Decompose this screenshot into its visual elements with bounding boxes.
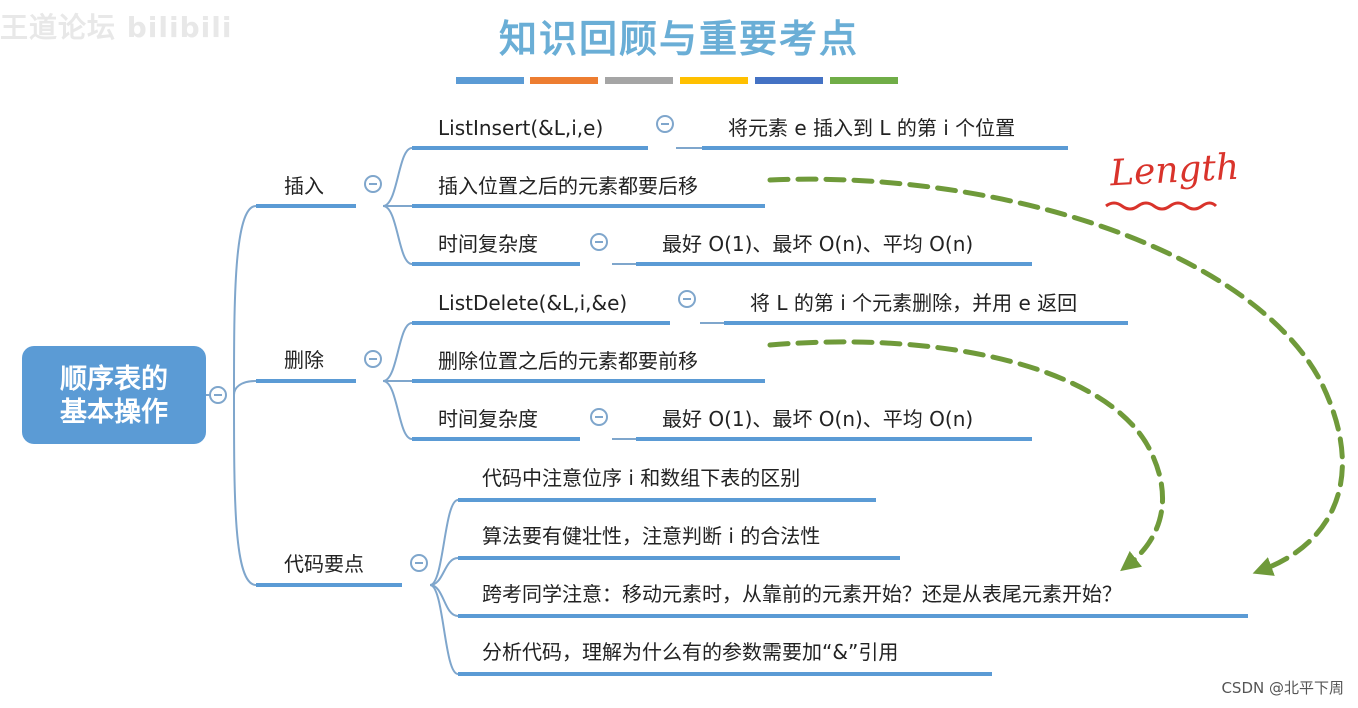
code-point-4[interactable]: 分析代码，理解为什么有的参数需要加“&”引用 — [482, 640, 899, 664]
root-node-line-1: 顺序表的 — [60, 364, 168, 395]
branch-insert-label[interactable]: 插入 — [284, 174, 324, 198]
root-node[interactable]: 顺序表的 基本操作 — [22, 346, 206, 444]
handwritten-annotation: Length — [1109, 146, 1241, 195]
code-point-1[interactable]: 代码中注意位序 i 和数组下表的区别 — [482, 466, 801, 490]
branch-delete-label[interactable]: 删除 — [284, 348, 324, 372]
watermark-bottom-right: CSDN @北平下周 — [1221, 679, 1344, 697]
title-color-bar-1 — [456, 77, 524, 84]
branch-code-label[interactable]: 代码要点 — [284, 552, 364, 576]
insert-complexity-desc[interactable]: 最好 O(1)、最坏 O(n)、平均 O(n) — [662, 232, 974, 256]
insert-complexity-label[interactable]: 时间复杂度 — [438, 232, 538, 256]
collapse-icon[interactable] — [364, 175, 382, 193]
delete-signature[interactable]: ListDelete(&L,i,&e) — [438, 291, 628, 315]
root-node-line-2: 基本操作 — [60, 397, 168, 428]
title-color-bar-2 — [530, 77, 598, 84]
title-color-bar-4 — [680, 77, 748, 84]
title-color-bar-5 — [755, 77, 823, 84]
insert-signature-desc[interactable]: 将元素 e 插入到 L 的第 i 个位置 — [728, 116, 1016, 140]
collapse-icon[interactable] — [364, 350, 382, 368]
collapse-icon[interactable] — [678, 290, 696, 308]
delete-shift-note[interactable]: 删除位置之后的元素都要前移 — [438, 349, 698, 373]
code-point-3[interactable]: 跨考同学注意：移动元素时，从靠前的元素开始？还是从表尾元素开始？ — [482, 582, 1122, 606]
page-title: 知识回顾与重要考点 — [498, 17, 859, 61]
insert-signature[interactable]: ListInsert(&L,i,e) — [438, 116, 604, 140]
watermark-top-left: 王道论坛 bilibili — [0, 11, 233, 44]
delete-signature-desc[interactable]: 将 L 的第 i 个元素删除，并用 e 返回 — [750, 291, 1078, 315]
collapse-icon[interactable] — [590, 233, 608, 251]
delete-complexity-label[interactable]: 时间复杂度 — [438, 407, 538, 431]
collapse-icon[interactable] — [410, 554, 428, 572]
code-point-2[interactable]: 算法要有健壮性，注意判断 i 的合法性 — [482, 524, 821, 548]
collapse-icon[interactable] — [209, 386, 227, 404]
title-color-bar-6 — [830, 77, 898, 84]
insert-shift-note[interactable]: 插入位置之后的元素都要后移 — [438, 174, 698, 198]
collapse-icon[interactable] — [656, 115, 674, 133]
delete-complexity-desc[interactable]: 最好 O(1)、最坏 O(n)、平均 O(n) — [662, 407, 974, 431]
collapse-icon[interactable] — [590, 408, 608, 426]
title-color-bar-3 — [605, 77, 673, 84]
